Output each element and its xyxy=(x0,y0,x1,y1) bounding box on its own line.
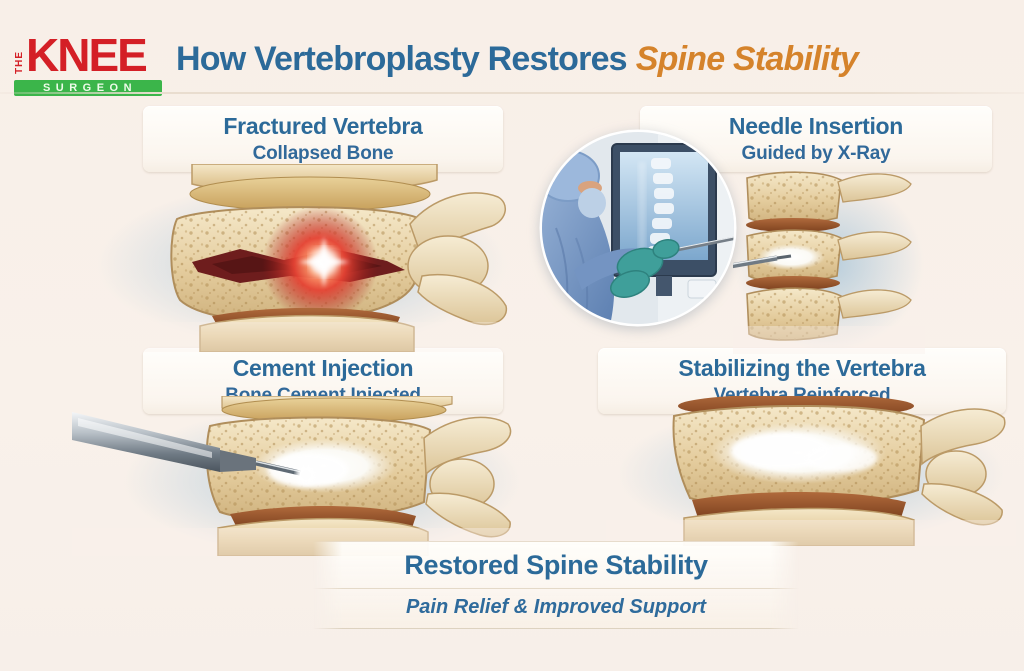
logo-the-text: THE xyxy=(14,50,25,74)
lower-vertebra-fragment xyxy=(199,307,415,352)
upper-disc xyxy=(221,396,453,423)
reinforced-vertebral-body xyxy=(672,404,926,508)
logo-knee-text: KNEE xyxy=(26,29,148,81)
upper-vertebra-fragment xyxy=(189,164,438,212)
fracture-glow-sparkle xyxy=(298,236,350,288)
stabilized-vertebra-illustration xyxy=(606,396,1016,546)
logo-surgeon-bar: SURGEON xyxy=(14,79,162,96)
posterior-elements xyxy=(920,408,1006,526)
lower-disc-and-vertebra xyxy=(683,491,915,546)
fractured-vertebra-illustration xyxy=(92,164,512,352)
panel-subtitle: Guided by X-Ray xyxy=(741,143,891,164)
panel-title: Cement Injection xyxy=(232,355,414,381)
surgical-mask xyxy=(578,188,606,218)
panel-title: Stabilizing the Vertebra xyxy=(678,355,926,381)
needle-insertion-spine-illustration xyxy=(733,168,925,354)
xray-monitor xyxy=(611,143,717,296)
panel-title: Needle Insertion xyxy=(728,113,904,139)
wall-socket xyxy=(687,279,717,299)
page-title-accent: Spine Stability xyxy=(635,40,859,78)
page-title-main: How Vertebroplasty Restores xyxy=(176,40,628,78)
panel-header-fractured-vertebra: Fractured Vertebra Collapsed Bone xyxy=(143,106,503,172)
footer-title: Restored Spine Stability xyxy=(313,542,799,589)
posterior-elements xyxy=(423,416,512,538)
cement-injection-illustration xyxy=(72,396,520,556)
posterior-elements xyxy=(407,192,508,326)
panel-subtitle: Collapsed Bone xyxy=(252,143,394,164)
injection-needle xyxy=(72,412,316,485)
panel-title: Fractured Vertebra xyxy=(223,113,423,139)
fractured-vertebral-body xyxy=(170,206,429,323)
knee-surgeon-logo: THE KNEE SURGEON xyxy=(14,29,166,96)
spine-stack xyxy=(746,171,912,341)
needle-insertion-illustration xyxy=(538,128,738,328)
footer-subtitle: Pain Relief & Improved Support xyxy=(405,596,707,618)
surgical-gloves xyxy=(610,239,680,298)
header-divider xyxy=(0,92,1024,94)
needle xyxy=(733,254,792,269)
cement-spray xyxy=(296,465,316,485)
logo-top: THE KNEE xyxy=(14,29,166,81)
footer-banner: Restored Spine Stability Pain Relief & I… xyxy=(313,541,799,629)
